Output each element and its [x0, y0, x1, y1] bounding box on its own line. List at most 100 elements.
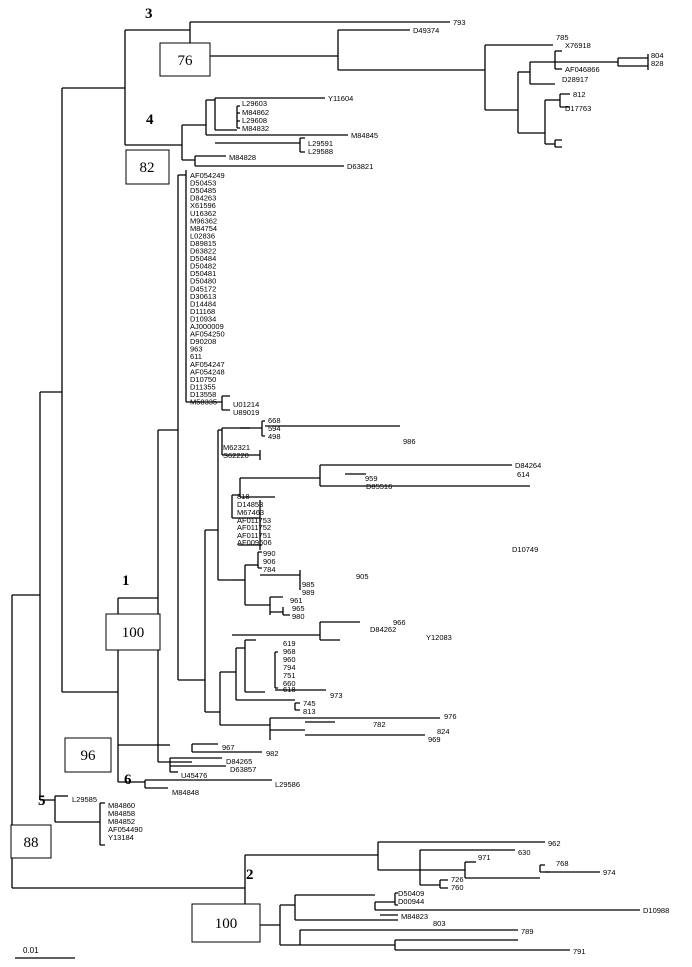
- leaf-label: 976: [444, 712, 457, 721]
- leaf-label: 986: [403, 437, 416, 446]
- leaf-label: AF054250: [190, 330, 225, 339]
- bootstrap-value-100-clade1: 100: [122, 625, 145, 641]
- bootstrap-box-88: [10, 824, 52, 859]
- leaf-label: 906: [263, 557, 276, 566]
- leaf-label: D13558: [190, 390, 216, 399]
- leaf-label: 498: [268, 432, 281, 441]
- leaf-label: D90208: [190, 337, 216, 346]
- leaf-label: 789: [521, 927, 534, 936]
- leaf-label: 760: [451, 883, 464, 892]
- group-label-1: 1: [122, 573, 130, 589]
- bootstrap-values: 76 82 100 96 88 100: [10, 42, 261, 943]
- leaf-label: Y11604: [328, 94, 353, 103]
- leaf-label: 619: [283, 639, 296, 648]
- leaf-label: M84754: [190, 224, 217, 233]
- leaf-label: AF011752: [237, 523, 271, 532]
- leaf-label: L29608: [242, 116, 267, 125]
- leaf-label: Y12083: [426, 633, 452, 642]
- leaf-label: 768: [556, 859, 569, 868]
- leaf-label: D11355: [190, 382, 216, 391]
- bootstrap-value-96: 96: [81, 748, 97, 764]
- leaf-label: D50482: [190, 262, 216, 271]
- leaf-label: 989: [302, 588, 315, 597]
- leaf-label: 784: [263, 565, 276, 574]
- leaf-label: D50480: [190, 277, 216, 286]
- leaf-label: 962: [548, 839, 561, 848]
- leaf-label: M84828: [229, 153, 256, 162]
- leaf-label: Y13184: [108, 833, 134, 842]
- leaf-label: M84832: [242, 124, 269, 133]
- leaf-label: D14853: [237, 500, 263, 509]
- leaf-label: 969: [428, 735, 441, 744]
- bootstrap-box-76: [159, 42, 211, 77]
- leaf-labels: 793D49374785X76918804828AF046866D2891781…: [72, 18, 669, 956]
- leaf-label: M84852: [108, 817, 135, 826]
- leaf-label: 961: [290, 596, 303, 605]
- clade-5-branches: [54, 795, 105, 846]
- group-label-3: 3: [145, 6, 153, 22]
- clade-6-branches: [117, 745, 272, 789]
- leaf-label: D50484: [190, 254, 216, 263]
- leaf-label: 985: [302, 580, 315, 589]
- leaf-label: 968: [283, 647, 296, 656]
- leaf-label: L02836: [190, 231, 215, 240]
- leaf-label: D84262: [370, 625, 396, 634]
- leaf-label: 824: [437, 727, 450, 736]
- leaf-label: 971: [478, 853, 491, 862]
- leaf-label: M84823: [401, 912, 428, 921]
- leaf-label: M84848: [172, 788, 199, 797]
- leaf-label: 745: [303, 699, 316, 708]
- leaf-label: L29585: [72, 795, 97, 804]
- leaf-label: 803: [433, 919, 446, 928]
- leaf-label: D10988: [643, 906, 669, 915]
- leaf-label: AF046866: [565, 65, 600, 74]
- bootstrap-box-100-clade1: [105, 613, 161, 651]
- leaf-label: AF054248: [190, 367, 225, 376]
- leaf-label: D50485: [190, 186, 216, 195]
- leaf-label: D28917: [562, 75, 588, 84]
- leaf-label: M67463: [237, 508, 264, 517]
- leaf-label: X76918: [565, 41, 591, 50]
- leaf-label: AF009606: [237, 538, 272, 547]
- leaf-label: D00944: [398, 897, 424, 906]
- bootstrap-value-82: 82: [140, 160, 155, 176]
- leaf-label: U01214: [233, 400, 259, 409]
- clade-3-4-branches: [124, 21, 649, 167]
- leaf-label: D49374: [413, 26, 439, 35]
- bootstrap-value-100-clade2: 100: [215, 916, 238, 932]
- leaf-label: 614: [517, 470, 530, 479]
- leaf-label: 973: [330, 691, 343, 700]
- leaf-label: 982: [266, 749, 279, 758]
- leaf-label: 618: [283, 685, 296, 694]
- leaf-label: 594: [268, 424, 281, 433]
- leaf-label: 828: [651, 59, 664, 68]
- leaf-label: X61596: [190, 201, 216, 210]
- group-label-4: 4: [146, 112, 154, 128]
- leaf-label: S62220: [223, 451, 249, 460]
- leaf-label: AF054490: [108, 825, 143, 834]
- leaf-label: 990: [263, 549, 276, 558]
- leaf-label: M62321: [223, 443, 250, 452]
- leaf-label: 660: [283, 679, 296, 688]
- bootstrap-box-100-clade2: [191, 903, 261, 943]
- leaf-label: 960: [283, 655, 296, 664]
- leaf-label: AF011751: [237, 531, 271, 540]
- bootstrap-box-82: [125, 149, 170, 185]
- leaf-label: D84263: [190, 194, 216, 203]
- leaf-label: 785: [556, 33, 569, 42]
- leaf-label: 668: [268, 416, 281, 425]
- group-label-6: 6: [124, 772, 132, 788]
- leaf-label: D63822: [190, 247, 216, 256]
- leaf-label: D50481: [190, 269, 216, 278]
- leaf-label: D10749: [512, 545, 538, 554]
- leaf-label: AJ000009: [190, 322, 224, 331]
- leaf-label: D10750: [190, 375, 216, 384]
- leaf-label: 726: [451, 875, 464, 884]
- clade-1-branches: [117, 170, 530, 773]
- leaf-label: 813: [303, 707, 316, 716]
- leaf-label: L29586: [275, 780, 300, 789]
- scale-bar-label: 0.01: [23, 946, 39, 955]
- leaf-label: 751: [283, 671, 296, 680]
- leaf-label: 963: [190, 345, 203, 354]
